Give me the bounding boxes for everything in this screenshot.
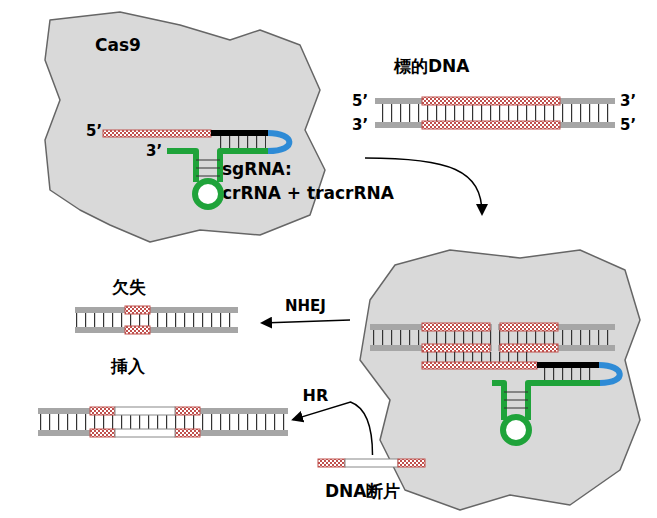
target-dna-node: 標的DNA <box>372 55 622 135</box>
cas9-complex <box>360 250 640 510</box>
edge-label: HR <box>303 387 329 405</box>
insertion-dna <box>38 407 288 437</box>
target-dna <box>375 97 615 129</box>
node-heading: 挿入 <box>111 357 145 376</box>
node-heading: 欠失 <box>112 278 146 297</box>
node-heading: DNA断片 <box>325 482 401 501</box>
strand-end-label: 5’ <box>86 123 102 140</box>
node-heading: 標的DNA <box>394 57 470 76</box>
cas9-outline <box>40 8 335 248</box>
dna-fragment <box>318 459 425 467</box>
deletion-dna <box>75 306 238 334</box>
deletion-node: 欠失 <box>72 278 242 338</box>
cas9-blob <box>45 12 325 242</box>
fragment-node: DNA断片 <box>315 455 430 510</box>
node-text: crRNA + tracrRNA <box>222 184 394 203</box>
strand-end-label: 3’ <box>620 93 636 110</box>
strand-end-label: 3’ <box>352 117 368 134</box>
pathway-label: NHEJ <box>285 298 326 315</box>
strand-end-label: 3’ <box>146 143 162 160</box>
strand-end-label: 5’ <box>352 93 368 110</box>
cas9-protein: Cas9sgRNA:crRNA + tracrRNA <box>40 8 335 248</box>
hr-arrow <box>293 402 373 455</box>
node-heading: Cas9 <box>95 36 141 55</box>
node-text: sgRNA: <box>222 160 292 179</box>
nhej-arrow <box>262 320 350 323</box>
insertion-node: 挿入 <box>35 355 293 440</box>
strand-end-label: 5’ <box>620 117 636 134</box>
